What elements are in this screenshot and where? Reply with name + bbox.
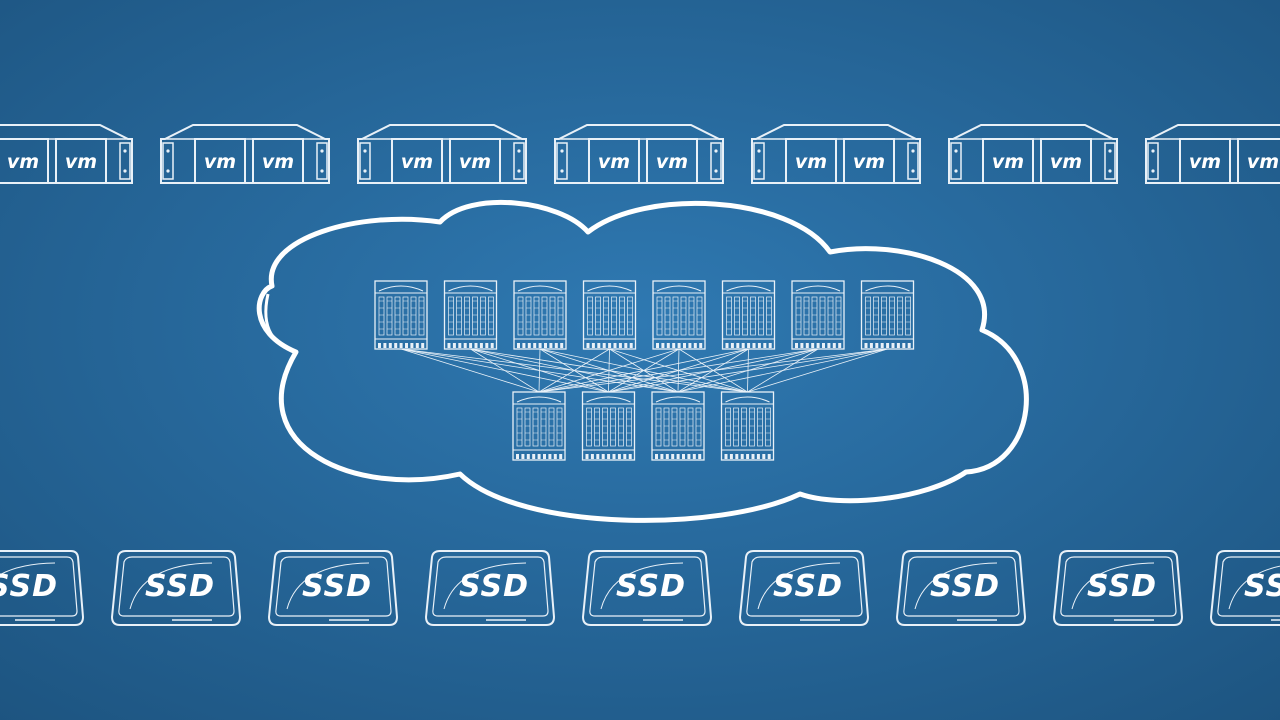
vm-label: vm — [1050, 151, 1082, 173]
vm-label: vm — [1189, 151, 1221, 173]
vm-box: vm — [982, 138, 1034, 184]
switch-link — [400, 348, 540, 393]
network-switch-icon — [513, 280, 567, 350]
switch-links — [400, 348, 888, 393]
cloud — [256, 199, 1029, 523]
ssd-drive-icon: SSD — [424, 550, 556, 626]
network-switch-icon — [581, 391, 636, 461]
vm-box: vm — [0, 138, 49, 184]
vm-label: vm — [656, 151, 688, 173]
vm-box: vm — [1179, 138, 1231, 184]
vm-host-server-icon: vm vm — [1145, 124, 1280, 184]
vm-box: vm — [588, 138, 640, 184]
vm-label: vm — [795, 151, 827, 173]
vm-box: vm — [646, 138, 698, 184]
cloud-tail — [264, 293, 297, 354]
ssd-drive-icon: SSD — [895, 550, 1027, 626]
vm-label: vm — [7, 151, 39, 173]
vm-box: vm — [55, 138, 107, 184]
vm-label: vm — [992, 151, 1024, 173]
vm-label: vm — [598, 151, 630, 173]
switch-link — [608, 348, 888, 393]
vm-host-server-icon: vm vm — [554, 124, 724, 184]
vm-box: vm — [843, 138, 895, 184]
vm-box: vm — [391, 138, 443, 184]
network-switch-icon — [652, 280, 706, 350]
ssd-drive-icon: SSD — [1209, 550, 1280, 626]
ssd-drive-icon: SSD — [1052, 550, 1184, 626]
network-switch-icon — [720, 391, 775, 461]
vm-box: vm — [1237, 138, 1280, 184]
vm-box: vm — [194, 138, 246, 184]
switch-link — [538, 348, 888, 393]
cloud-icon — [256, 199, 1029, 523]
vm-label: vm — [401, 151, 433, 173]
vm-label: vm — [1247, 151, 1279, 173]
vm-label: vm — [204, 151, 236, 173]
network-switch-icon — [860, 280, 915, 350]
network-switch-icon — [651, 391, 705, 461]
vm-host-server-icon: vm vm — [160, 124, 330, 184]
network-switch-icon — [512, 391, 566, 461]
vm-box: vm — [785, 138, 837, 184]
ssd-label: SSD — [1087, 569, 1157, 604]
vm-label: vm — [65, 151, 97, 173]
vm-label: vm — [853, 151, 885, 173]
vm-box: vm — [449, 138, 501, 184]
ssd-label: SSD — [459, 569, 529, 604]
ssd-label: SSD — [773, 569, 843, 604]
network-switch-icon — [721, 280, 776, 350]
switch-link — [538, 348, 749, 393]
ssd-drive-icon: SSD — [110, 550, 242, 626]
vm-host-server-icon: vm vm — [357, 124, 527, 184]
network-switch-icon — [582, 280, 637, 350]
vm-host-row: vm vm vm vm vm vm vm vm vm vm vm vm vm vm — [0, 124, 1280, 184]
vm-box: vm — [252, 138, 304, 184]
switch-link — [538, 348, 610, 393]
vm-label: vm — [459, 151, 491, 173]
ssd-drive-icon: SSD — [267, 550, 399, 626]
network-switch-icon — [374, 280, 428, 350]
switch-link — [677, 348, 888, 393]
ssd-label: SSD — [302, 569, 372, 604]
bottom-switch-row — [512, 391, 775, 461]
vm-box: vm — [1040, 138, 1092, 184]
vm-label: vm — [262, 151, 294, 173]
switch-link — [538, 348, 541, 393]
network-switch-icon — [443, 280, 498, 350]
vm-host-server-icon: vm vm — [751, 124, 921, 184]
switch-link — [538, 348, 819, 393]
ssd-drive-icon: SSD — [738, 550, 870, 626]
ssd-drive-icon: SSD — [581, 550, 713, 626]
ssd-drive-icon: SSD — [0, 550, 85, 626]
ssd-label: SSD — [145, 569, 215, 604]
ssd-label: SSD — [1244, 569, 1280, 604]
vm-host-server-icon: vm vm — [948, 124, 1118, 184]
network-switch-icon — [791, 280, 845, 350]
switch-link — [538, 348, 680, 393]
ssd-row: SSD SSD SSD SSD SSD SSD SSD SSD SSD — [0, 550, 1280, 626]
ssd-label: SSD — [0, 569, 58, 604]
switch-link — [747, 348, 888, 393]
top-switch-row — [374, 280, 915, 350]
vm-host-server-icon: vm vm — [0, 124, 133, 184]
switch-link — [470, 348, 540, 393]
ssd-label: SSD — [616, 569, 686, 604]
ssd-label: SSD — [930, 569, 1000, 604]
